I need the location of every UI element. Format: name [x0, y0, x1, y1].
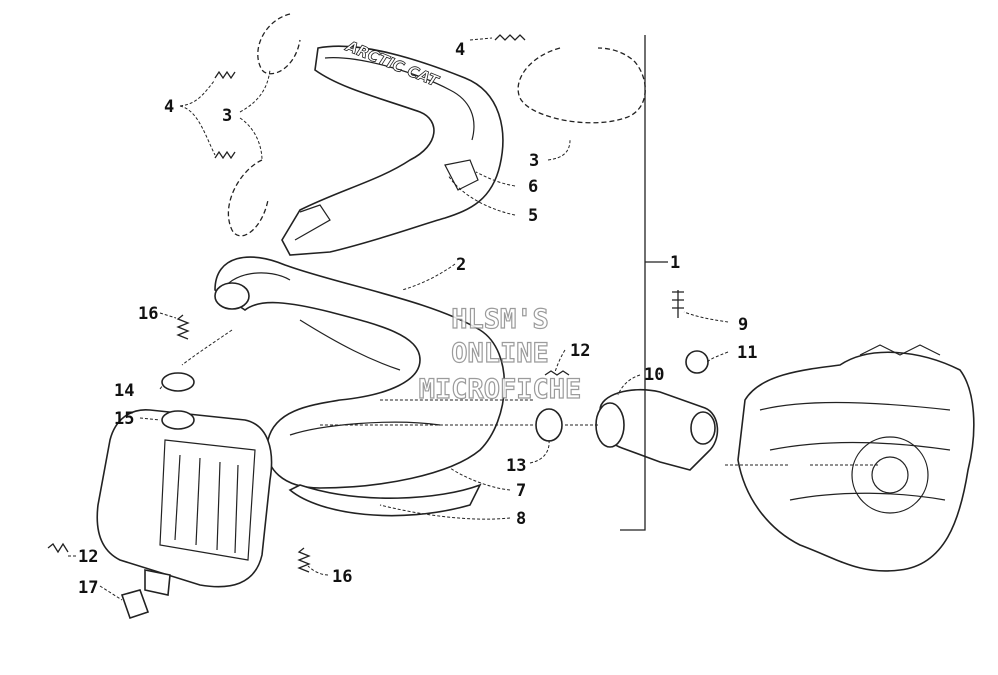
callout-1: 1 — [670, 253, 680, 273]
callout-7: 7 — [516, 481, 526, 501]
callout-12-left: 12 — [78, 547, 98, 567]
grommet-11 — [685, 350, 709, 374]
callout-15: 15 — [114, 409, 134, 429]
callout-14: 14 — [114, 381, 134, 401]
callout-4-left: 4 — [164, 97, 174, 117]
bracket-17 — [120, 589, 150, 620]
callout-3-left: 3 — [222, 106, 232, 126]
spring-clamp-left-lower — [227, 159, 269, 237]
spring-16-upper — [176, 314, 190, 340]
callout-6: 6 — [528, 177, 538, 197]
callout-2: 2 — [456, 255, 466, 275]
callout-5: 5 — [528, 206, 538, 226]
exhaust-manifold — [595, 388, 719, 471]
callout-8: 8 — [516, 509, 526, 529]
watermark-line-3: MICROFICHE — [419, 374, 582, 405]
callout-16-lower: 16 — [332, 567, 352, 587]
callout-11: 11 — [737, 343, 757, 363]
watermark-line-2: ONLINE — [451, 338, 549, 369]
spring-clamp-left-upper — [257, 13, 301, 75]
callout-9: 9 — [738, 315, 748, 335]
callout-17: 17 — [78, 578, 98, 598]
callout-3-right: 3 — [529, 151, 539, 171]
engine-assembly — [737, 344, 975, 572]
spring-small-left-lower — [214, 150, 236, 160]
heat-shield: ARCTIC CAT — [281, 36, 504, 256]
bolt-9 — [672, 290, 684, 318]
expansion-chamber — [214, 256, 506, 517]
spring-12-left — [47, 542, 69, 554]
muffler — [96, 409, 273, 596]
callout-4-top: 4 — [455, 40, 465, 60]
callout-13: 13 — [506, 456, 526, 476]
spring-16-lower — [297, 547, 311, 573]
callout-12-center: 12 — [570, 341, 590, 361]
callout-16-upper: 16 — [138, 304, 158, 324]
spring-small-top — [494, 34, 526, 41]
callout-10: 10 — [644, 365, 664, 385]
spring-12-center — [544, 370, 570, 376]
watermark-line-1: HLSM'S — [451, 304, 549, 335]
spring-band-right — [517, 47, 646, 124]
spring-small-left-upper — [214, 70, 236, 80]
gasket-ring-13 — [535, 408, 563, 442]
assembly-bracket-line — [620, 35, 668, 531]
gasket-ring-14 — [161, 372, 195, 392]
